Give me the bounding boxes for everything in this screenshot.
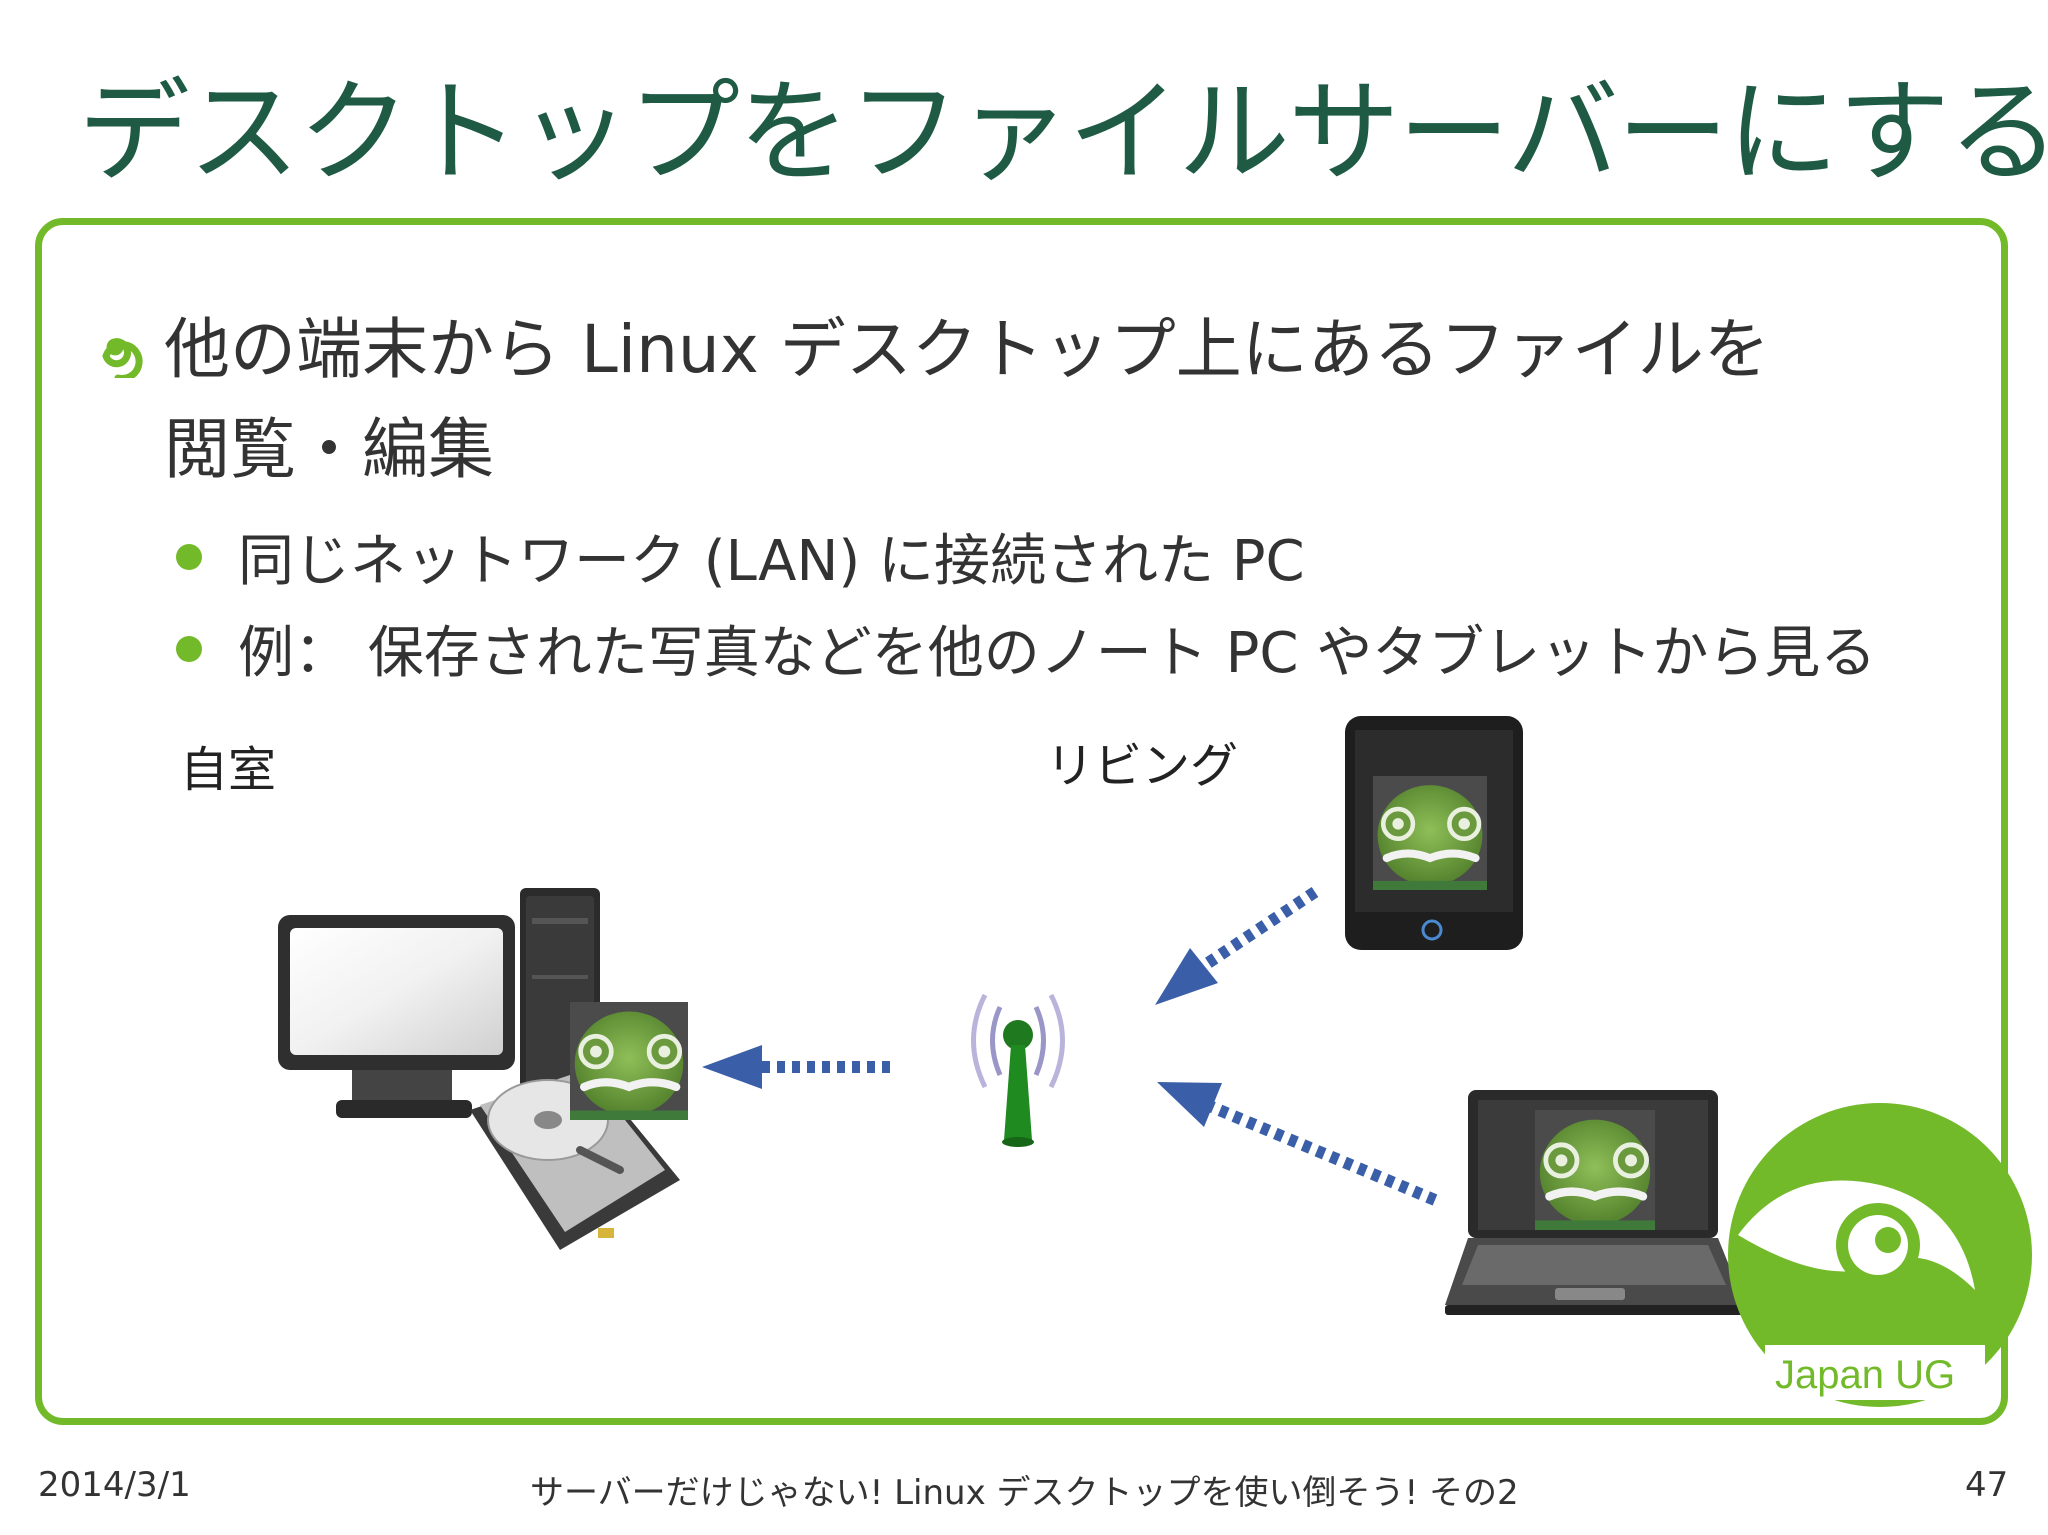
main-bullet-line2: 閲覧・編集	[164, 411, 494, 488]
wifi-router-icon	[971, 993, 1065, 1147]
hard-disk-icon	[470, 1070, 680, 1250]
spiral-bullet-icon	[102, 338, 143, 378]
opensuse-logo: Japan UG	[1728, 1103, 2032, 1407]
footer-date: 2014/3/1	[38, 1465, 191, 1505]
room-label-living: リビング	[1046, 738, 1239, 794]
dotted-arrow-icon	[702, 1045, 890, 1089]
room-label-own: 自室	[180, 742, 277, 798]
gecko-photo-icon	[1535, 1110, 1655, 1230]
main-bullet-line1: 他の端末から Linux デスクトップ上にあるファイルを	[164, 311, 1770, 388]
logo-text: Japan UG	[1775, 1353, 1955, 1397]
dotted-arrow-icon	[1155, 887, 1319, 1005]
bullet-dot-icon	[176, 544, 202, 570]
bullet-dot-icon	[176, 636, 202, 662]
gecko-photo-icon	[1373, 776, 1487, 890]
gecko-photo-icon	[570, 1002, 688, 1120]
sub-bullet-text: 同じネットワーク (LAN) に接続された PC	[238, 529, 1305, 594]
dotted-arrow-icon	[1157, 1082, 1438, 1206]
footer-page-number: 47	[1965, 1465, 2009, 1505]
sub-bullet-text: 例： 保存された写真などを他のノート PC やタブレットから見る	[238, 621, 1877, 686]
slide-title: デスクトップをファイルサーバーにする	[78, 68, 2048, 198]
footer-title: サーバーだけじゃない! Linux デスクトップを使い倒そう! その2	[530, 1473, 1519, 1513]
desktop-pc-icon	[278, 888, 600, 1118]
